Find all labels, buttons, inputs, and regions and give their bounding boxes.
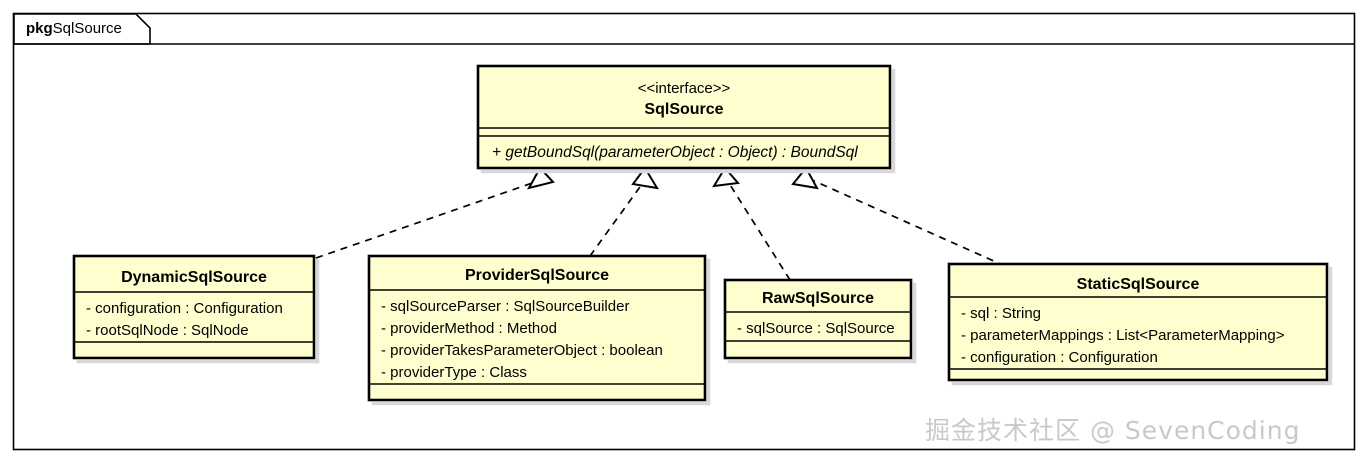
watermark-text: 掘金技术社区 @ SevenCoding (925, 416, 1301, 445)
package-keyword: pkg (26, 20, 53, 37)
interface-method-0: + getBoundSql(parameterObject : Object) … (492, 144, 858, 161)
arrowhead-provider (631, 166, 659, 190)
attribute-provider-3: - providerType : Class (381, 364, 527, 381)
package-name: SqlSource (52, 20, 122, 37)
attribute-dynamic-0: - configuration : Configuration (86, 300, 283, 317)
arrowhead-raw (712, 166, 740, 188)
class-box-dynamicsqlsource[interactable] (72, 254, 316, 360)
class-name-providersqlsource: ProviderSqlSource (465, 267, 609, 284)
class-box-providersqlsource[interactable] (367, 254, 707, 402)
connector-provider-to-sqlsource (589, 179, 646, 257)
arrowhead-dynamic (527, 166, 555, 190)
class-name-rawsqlsource: RawSqlSource (762, 290, 874, 307)
class-box-rawsqlsource[interactable] (723, 278, 913, 360)
attribute-provider-2: - providerTakesParameterObject : boolean (381, 342, 663, 359)
realization-connectors (315, 179, 1006, 281)
attribute-provider-1: - providerMethod : Method (381, 320, 557, 337)
attribute-static-0: - sql : String (961, 305, 1041, 322)
attribute-static-1: - parameterMappings : List<ParameterMapp… (961, 327, 1285, 344)
class-box-sqlsource[interactable] (476, 64, 892, 170)
interface-stereotype: <<interface>> (638, 80, 731, 97)
class-box-staticsqlsource[interactable] (947, 262, 1329, 382)
attribute-dynamic-1: - rootSqlNode : SqlNode (86, 322, 249, 339)
realization-arrowheads (527, 166, 819, 190)
attribute-static-2: - configuration : Configuration (961, 349, 1158, 366)
class-name-staticsqlsource: StaticSqlSource (1077, 276, 1200, 293)
arrowhead-static (791, 166, 819, 190)
interface-name: SqlSource (644, 101, 723, 118)
attribute-provider-0: - sqlSourceParser : SqlSourceBuilder (381, 298, 629, 315)
package-tab (13, 13, 151, 45)
connector-dynamic-to-sqlsource (315, 179, 542, 259)
connector-static-to-sqlsource (811, 179, 1006, 267)
attribute-raw-0: - sqlSource : SqlSource (737, 320, 895, 337)
connector-raw-to-sqlsource (726, 179, 791, 281)
class-name-dynamicsqlsource: DynamicSqlSource (121, 269, 267, 286)
package-label: pkgSqlSource (26, 20, 122, 37)
